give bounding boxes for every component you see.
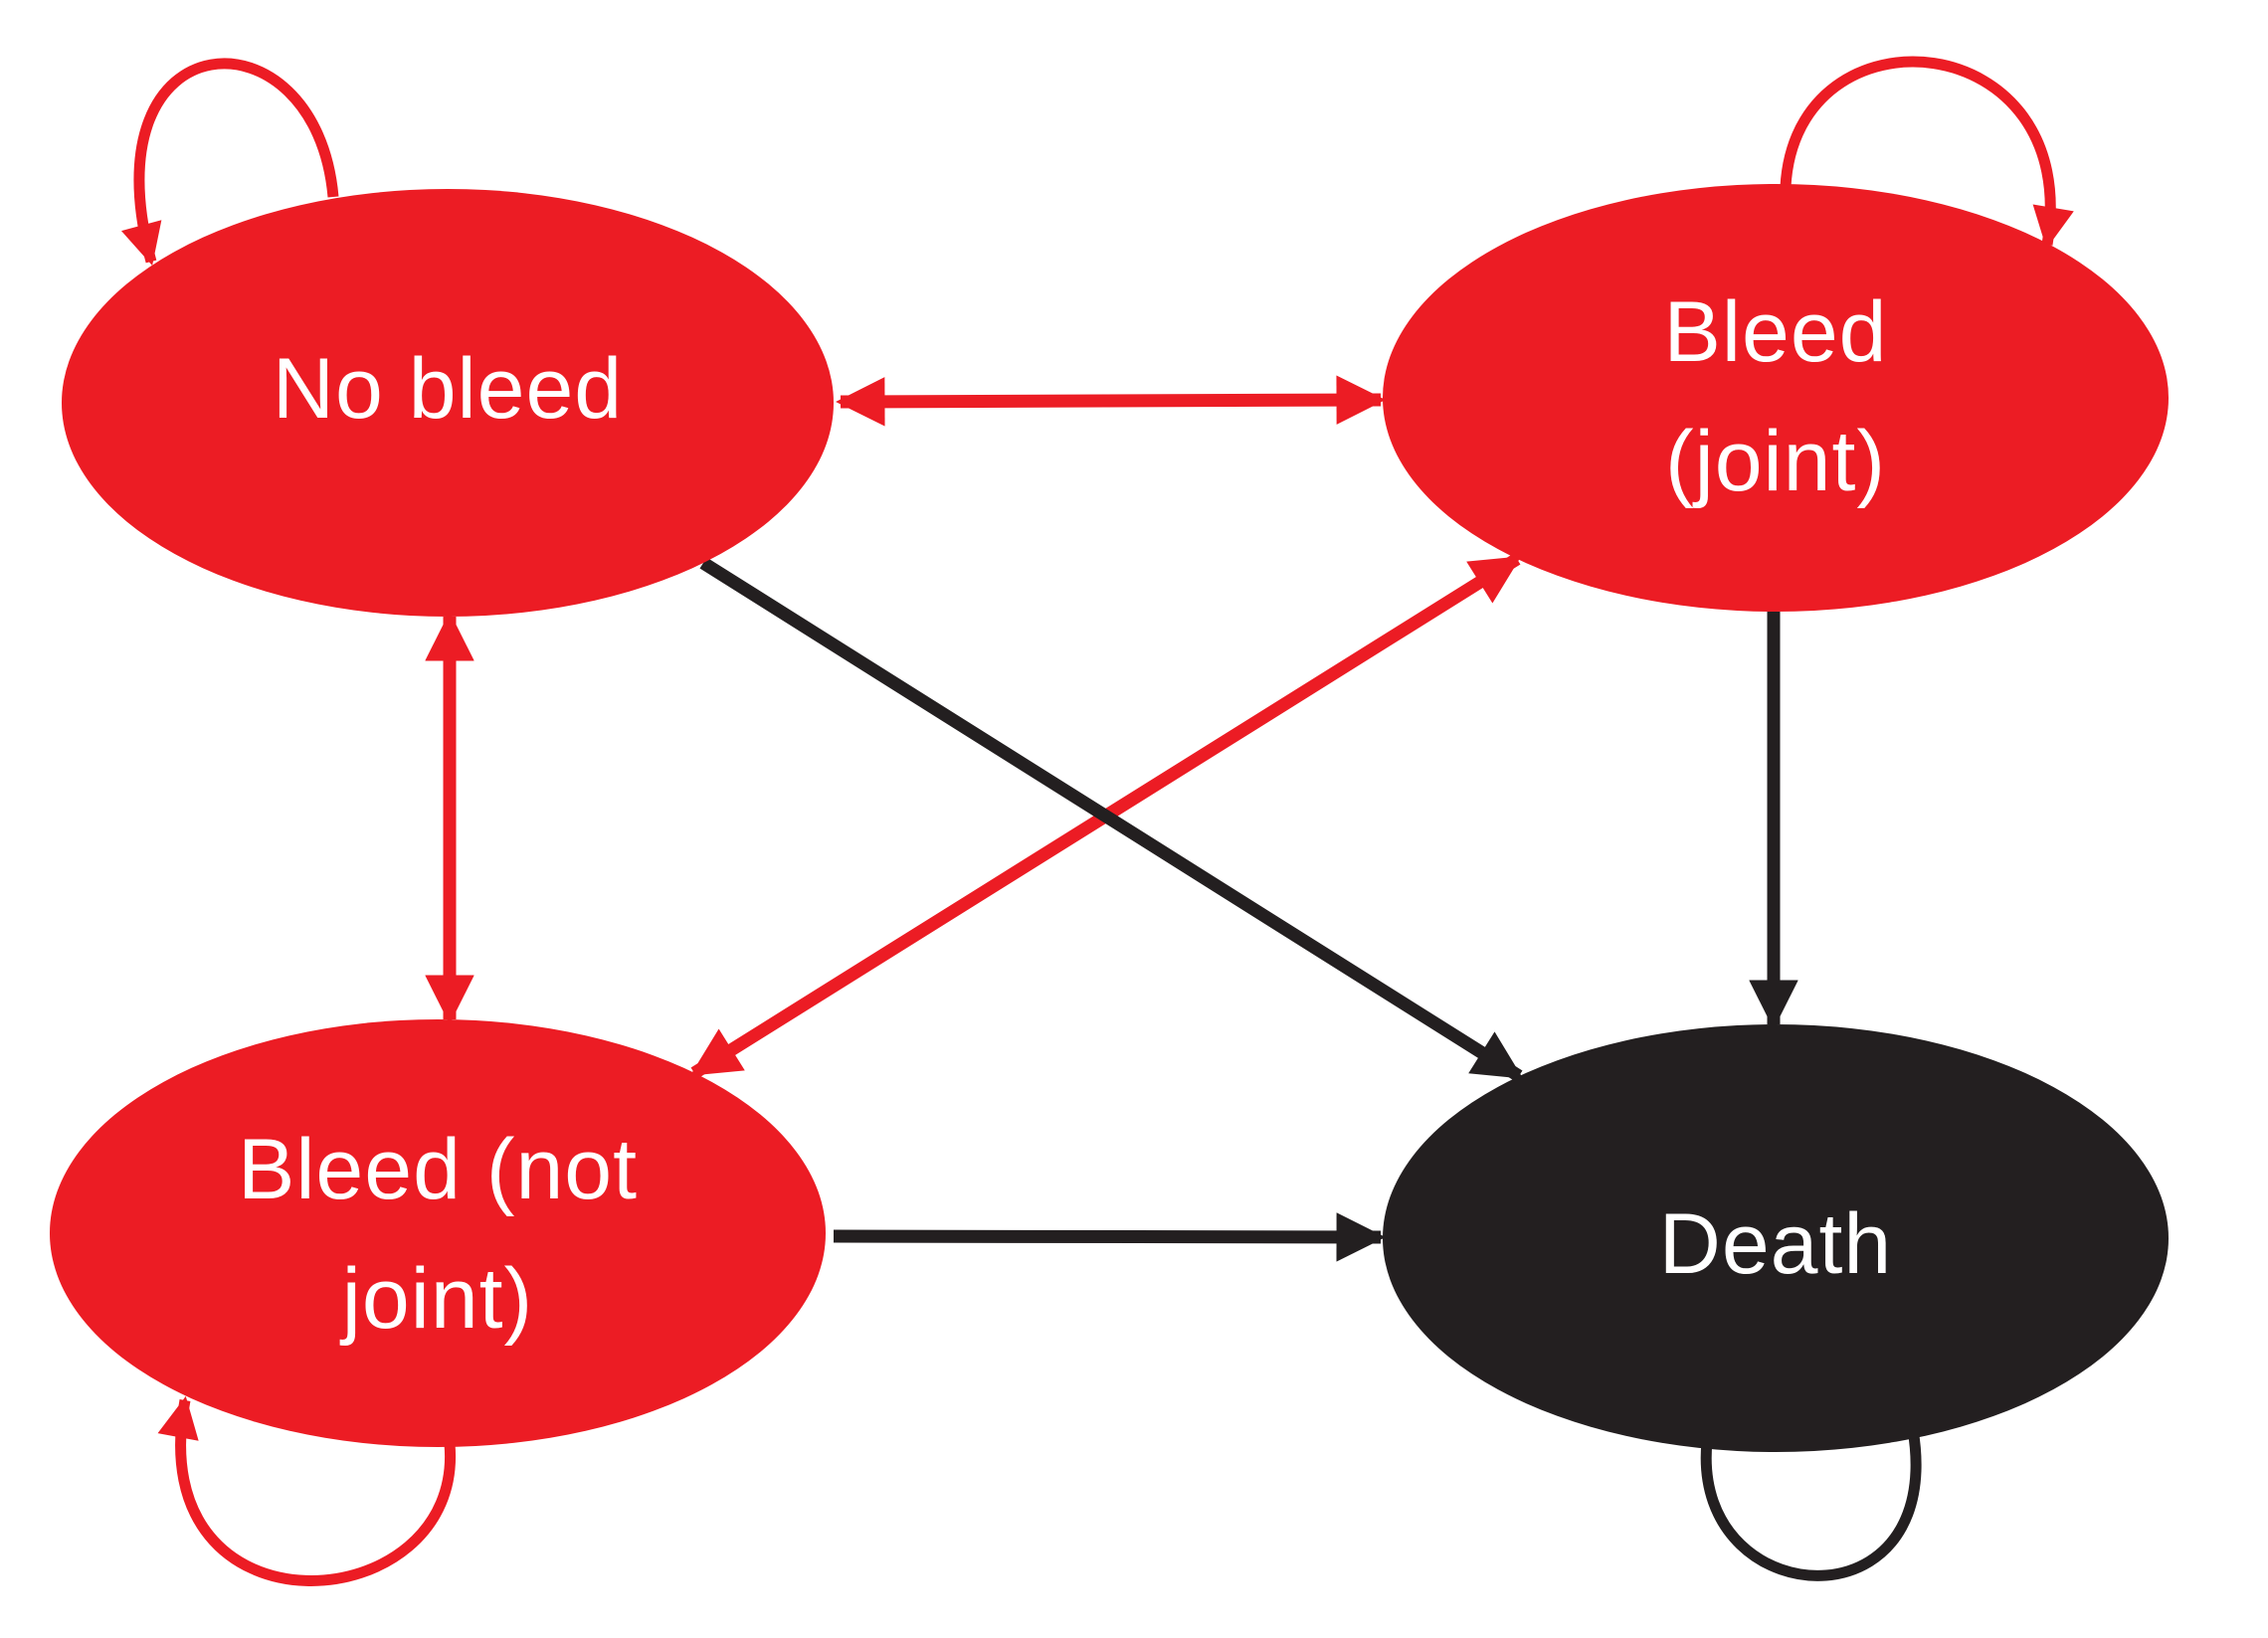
edge-self-loop-no-bleed bbox=[121, 58, 339, 267]
node-ellipse-death bbox=[1383, 1024, 2169, 1452]
node-label-bleed-joint-line1: Bleed bbox=[1664, 284, 1888, 380]
edge-bleed-not-joint-death bbox=[833, 1212, 1386, 1262]
edge-self-loop-death bbox=[1700, 1388, 1935, 1581]
node-ellipse-bleed-joint bbox=[1383, 184, 2169, 612]
node-ellipse-bleed-not-joint bbox=[50, 1019, 826, 1447]
node-label-bleed-not-joint-line1: Bleed (not bbox=[238, 1122, 638, 1217]
edge-self-loop-bleed-joint bbox=[1780, 56, 2074, 250]
node-label-death: Death bbox=[1659, 1196, 1893, 1292]
edge-self-loop-bleed-not-joint bbox=[157, 1395, 456, 1586]
node-ellipse-no-bleed bbox=[62, 189, 834, 617]
node-label-no-bleed: No bleed bbox=[273, 341, 623, 437]
edge-no-bleed-bleed-joint bbox=[836, 375, 1386, 427]
edge-no-bleed-death bbox=[699, 557, 1524, 1082]
node-label-bleed-not-joint-line2: joint) bbox=[339, 1251, 533, 1347]
node-label-bleed-joint-line2: (joint) bbox=[1665, 414, 1886, 509]
